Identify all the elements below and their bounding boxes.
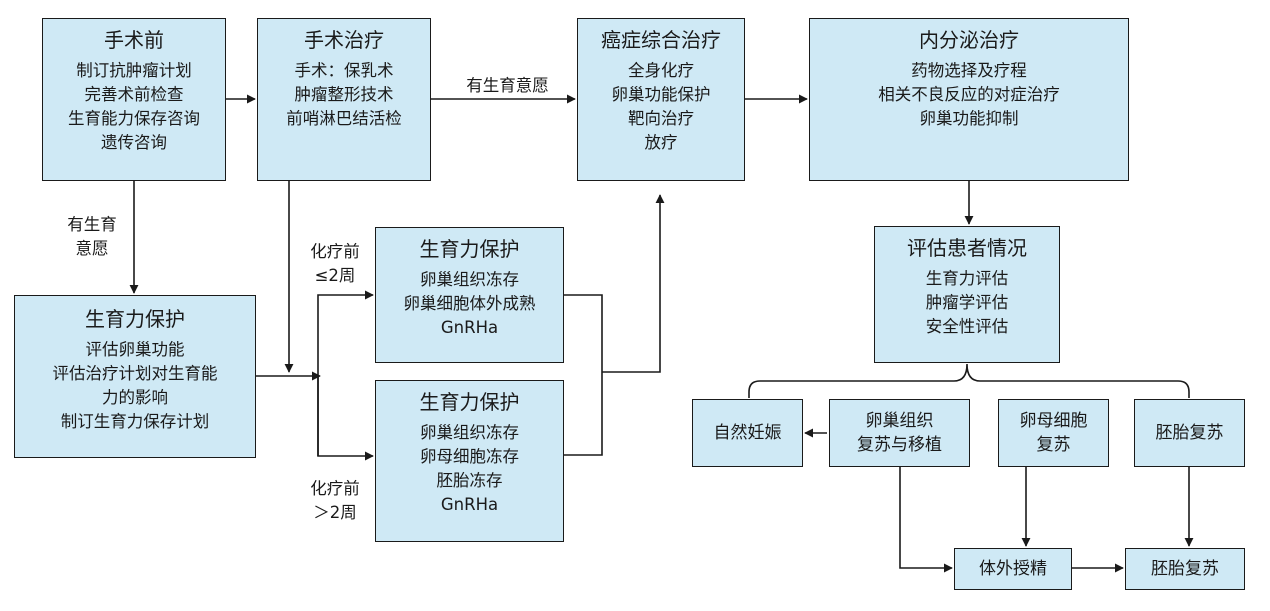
preop-line: 制订抗肿瘤计划 <box>76 61 192 80</box>
fertility-short-title: 生育力保护 <box>419 237 520 261</box>
fertility-short-line: 卵巢细胞体外成熟 <box>403 294 536 313</box>
fertility-short-line: 卵巢组织冻存 <box>420 270 519 289</box>
fertility-long-title: 生育力保护 <box>419 390 520 414</box>
cancer-treatment-title: 癌症综合治疗 <box>601 28 721 52</box>
oocyte-thaw-line: 卵母细胞 <box>1019 411 1088 431</box>
surgery-title: 手术治疗 <box>304 28 384 52</box>
preop-line: 生育能力保存咨询 <box>68 109 200 128</box>
endocrine-line: 药物选择及疗程 <box>911 61 1027 80</box>
chemo-short-label-line: ≤2周 <box>314 266 356 285</box>
fertility-short-box: 生育力保护 卵巢组织冻存 卵巢细胞体外成熟 GnRHa <box>375 227 564 363</box>
fertility-assessment-line: 评估卵巢功能 <box>85 340 185 359</box>
assess-title: 评估患者情况 <box>907 236 1027 260</box>
cancer-treatment-box: 癌症综合治疗 全身化疗 卵巢功能保护 靶向治疗 放疗 <box>577 18 745 181</box>
surgery-box: 手术治疗 手术：保乳术 肿瘤整形技术 前哨淋巴结活检 <box>257 18 431 181</box>
fertility-assessment-title: 生育力保护 <box>85 307 185 331</box>
cancer-treatment-line: 卵巢功能保护 <box>611 85 711 104</box>
chemo-long-label-line: 化疗前 <box>310 479 360 498</box>
ovary-tissue-line: 复苏与移植 <box>857 435 942 455</box>
preop-line: 完善术前检查 <box>84 85 184 104</box>
embryo-thaw-bottom-label: 胚胎复苏 <box>1151 559 1219 579</box>
ovary-tissue-line: 卵巢组织 <box>865 411 934 431</box>
endocrine-title: 内分泌治疗 <box>919 28 1019 52</box>
ivf-label: 体外授精 <box>979 559 1047 579</box>
fertility-long-line: 卵母细胞冻存 <box>420 447 519 466</box>
fertility-assessment-line: 评估治疗计划对生育能 <box>52 364 218 383</box>
surgery-line: 前哨淋巴结活检 <box>286 109 402 128</box>
assess-box: 评估患者情况 生育力评估 肿瘤学评估 安全性评估 <box>874 226 1060 363</box>
chemo-short-label-line: 化疗前 <box>310 242 360 261</box>
fertility-wish-label-left: 有生育 意愿 <box>52 213 132 261</box>
assess-line: 安全性评估 <box>925 317 1009 336</box>
embryo-thaw-top-box: 胚胎复苏 <box>1134 399 1245 467</box>
surgery-line: 手术：保乳术 <box>294 61 394 80</box>
chemo-long-label-line: ＞2周 <box>313 503 357 522</box>
preop-line: 遗传咨询 <box>101 133 167 152</box>
fertility-assessment-line: 力的影响 <box>102 388 168 407</box>
fertility-wish-label-line: 意愿 <box>75 239 109 258</box>
cancer-treatment-line: 全身化疗 <box>628 61 694 80</box>
embryo-thaw-top-label: 胚胎复苏 <box>1155 423 1224 443</box>
assess-line: 生育力评估 <box>925 269 1009 288</box>
fertility-short-line: GnRHa <box>440 318 499 337</box>
fertility-long-box: 生育力保护 卵巢组织冻存 卵母细胞冻存 胚胎冻存 GnRHa <box>375 380 564 542</box>
chemo-short-label: 化疗前 ≤2周 <box>300 240 370 288</box>
chemo-long-label: 化疗前 ＞2周 <box>300 477 370 525</box>
fertility-assessment-line: 制订生育力保存计划 <box>60 412 210 431</box>
preop-title: 手术前 <box>104 28 164 52</box>
oocyte-thaw-box: 卵母细胞 复苏 <box>998 399 1109 467</box>
fertility-long-line: GnRHa <box>440 495 499 514</box>
oocyte-thaw-line: 复苏 <box>1036 435 1071 455</box>
surgery-line: 肿瘤整形技术 <box>294 85 394 104</box>
ivf-box: 体外授精 <box>954 548 1072 590</box>
ovary-tissue-box: 卵巢组织 复苏与移植 <box>829 399 970 467</box>
preop-box: 手术前 制订抗肿瘤计划 完善术前检查 生育能力保存咨询 遗传咨询 <box>42 18 226 181</box>
fertility-wish-label-top: 有生育意愿 <box>466 76 549 95</box>
natural-pregnancy-label: 自然妊娠 <box>713 423 782 443</box>
assess-line: 肿瘤学评估 <box>925 293 1009 312</box>
fertility-long-line: 胚胎冻存 <box>436 471 503 490</box>
cancer-treatment-line: 放疗 <box>644 133 678 152</box>
natural-pregnancy-box: 自然妊娠 <box>692 399 803 467</box>
endocrine-line: 相关不良反应的对症治疗 <box>878 85 1060 104</box>
fertility-long-line: 卵巢组织冻存 <box>420 423 519 442</box>
embryo-thaw-bottom-box: 胚胎复苏 <box>1125 548 1245 590</box>
endocrine-box: 内分泌治疗 药物选择及疗程 相关不良反应的对症治疗 卵巢功能抑制 <box>809 18 1129 181</box>
fertility-assessment-box: 生育力保护 评估卵巢功能 评估治疗计划对生育能 力的影响 制订生育力保存计划 <box>14 295 256 458</box>
cancer-treatment-line: 靶向治疗 <box>628 109 694 128</box>
fertility-wish-label-line: 有生育 <box>67 215 117 234</box>
endocrine-line: 卵巢功能抑制 <box>919 109 1019 128</box>
